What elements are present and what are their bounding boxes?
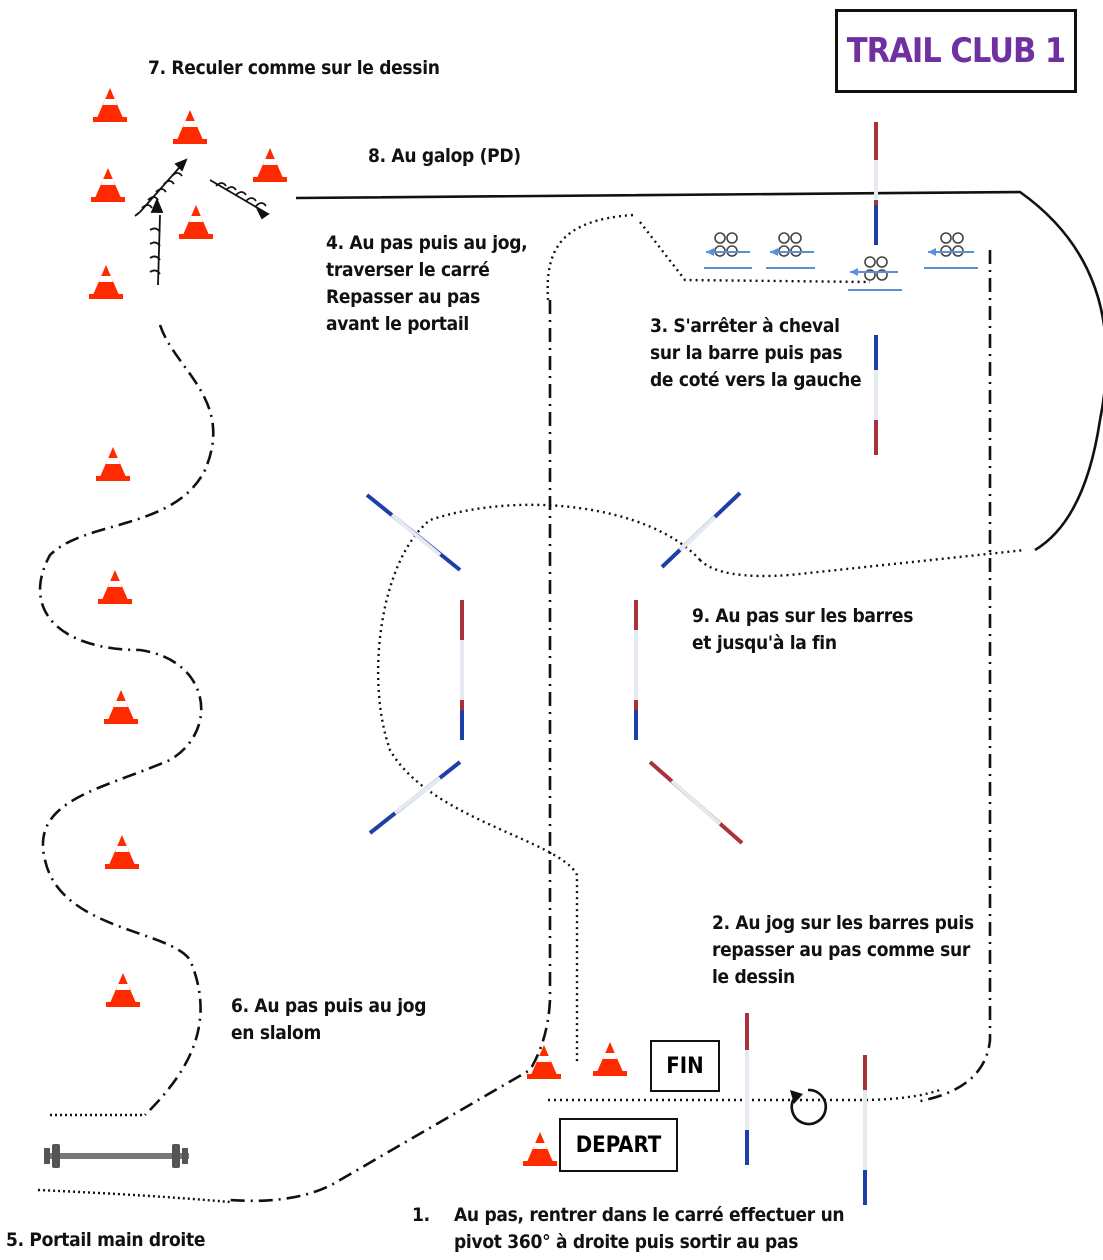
gate bbox=[44, 1144, 189, 1168]
step5-label: 5. Portail main droite bbox=[6, 1227, 205, 1254]
gallop-line bbox=[295, 190, 1103, 552]
step2-line: 2. Au jog sur les barres puis bbox=[712, 912, 974, 934]
step1-number: 1. bbox=[412, 1202, 430, 1229]
step1-line: pivot 360° à droite puis sortir au pas bbox=[454, 1231, 799, 1253]
step1-label: Au pas, rentrer dans le carré effectuer … bbox=[454, 1202, 845, 1256]
cone bbox=[93, 88, 127, 122]
step2-line: le dessin bbox=[712, 966, 795, 988]
route-lines bbox=[37, 190, 1103, 1204]
poles bbox=[44, 122, 1047, 1205]
cone bbox=[98, 570, 132, 604]
dotted-loop bbox=[699, 548, 1026, 578]
start-box bbox=[690, 1013, 907, 1205]
dashdot-center bbox=[229, 300, 552, 1203]
cone bbox=[96, 447, 130, 481]
step7-label: 7. Reculer comme sur le dessin bbox=[148, 55, 440, 82]
fin-box: FIN bbox=[650, 1040, 720, 1092]
step6-line: en slalom bbox=[231, 1022, 321, 1044]
step4-line: traverser le carré bbox=[326, 259, 490, 281]
step6-line: 6. Au pas puis au jog bbox=[231, 995, 427, 1017]
cone bbox=[593, 1042, 627, 1076]
step3-line: 3. S'arrêter à cheval bbox=[650, 315, 840, 337]
gate-line-bottom bbox=[37, 1188, 231, 1204]
title-box: TRAIL CLUB 1 bbox=[835, 9, 1077, 93]
depart-box: DEPART bbox=[559, 1118, 678, 1172]
step1-num: 1. bbox=[412, 1204, 430, 1226]
cone bbox=[89, 265, 123, 299]
cone bbox=[253, 148, 287, 182]
step2-label: 2. Au jog sur les barres puis repasser a… bbox=[712, 910, 974, 991]
cone bbox=[173, 110, 207, 144]
step7-line: 7. Reculer comme sur le dessin bbox=[148, 57, 440, 79]
step2-line: repasser au pas comme sur bbox=[712, 939, 970, 961]
step4-line: avant le portail bbox=[326, 313, 469, 335]
step4-label: 4. Au pas puis au jog, traverser le carr… bbox=[326, 230, 528, 338]
cone bbox=[523, 1132, 557, 1166]
step3-label: 3. S'arrêter à cheval sur la barre puis … bbox=[650, 313, 862, 394]
dotted-path-top bbox=[546, 213, 634, 301]
step8-line: 8. Au galop (PD) bbox=[368, 145, 521, 167]
step1-line: Au pas, rentrer dans le carré effectuer … bbox=[454, 1204, 845, 1226]
step3-line: de coté vers la gauche bbox=[650, 369, 862, 391]
page-title: TRAIL CLUB 1 bbox=[846, 31, 1066, 71]
step6-label: 6. Au pas puis au jog en slalom bbox=[231, 993, 426, 1047]
pivot-arrow-icon bbox=[790, 1088, 828, 1126]
dashdot-right bbox=[914, 250, 992, 1104]
cone bbox=[104, 690, 138, 724]
step9-line: et jusqu'à la fin bbox=[692, 632, 837, 654]
step5-line: 5. Portail main droite bbox=[6, 1229, 206, 1251]
center-square bbox=[365, 491, 744, 845]
cone bbox=[527, 1045, 561, 1079]
cone bbox=[106, 973, 140, 1007]
cone bbox=[91, 168, 125, 202]
step4-line: 4. Au pas puis au jog, bbox=[326, 232, 528, 254]
step8-label: 8. Au galop (PD) bbox=[368, 143, 521, 170]
cone bbox=[105, 835, 139, 869]
step3-line: sur la barre puis pas bbox=[650, 342, 843, 364]
step9-label: 9. Au pas sur les barres et jusqu'à la f… bbox=[692, 603, 913, 657]
step4-line: Repasser au pas bbox=[326, 286, 480, 308]
cone bbox=[179, 205, 213, 239]
sidepass-footprints bbox=[704, 232, 978, 291]
step9-line: 9. Au pas sur les barres bbox=[692, 605, 914, 627]
dotted-octagon-loop bbox=[376, 503, 701, 1062]
fin-label: FIN bbox=[666, 1053, 704, 1079]
backup-footprints bbox=[134, 158, 270, 286]
slalom-line bbox=[38, 324, 215, 1116]
dotted-exit bbox=[859, 1088, 941, 1102]
dotted-path-sidepass bbox=[639, 221, 871, 284]
depart-label: DEPART bbox=[575, 1132, 662, 1158]
